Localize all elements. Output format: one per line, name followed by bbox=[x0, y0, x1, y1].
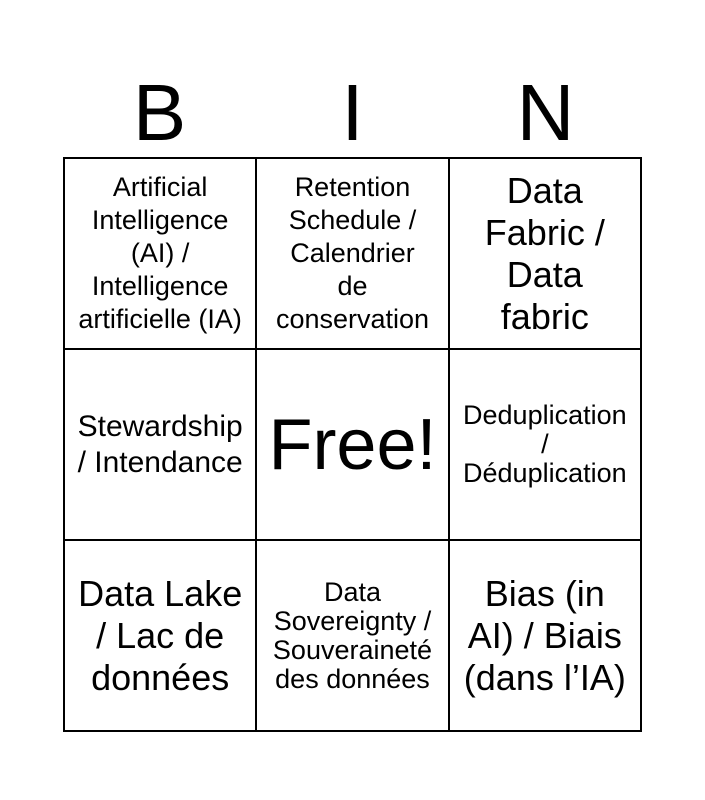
bingo-card: B I N Artificial Intelligence (AI) / Int… bbox=[63, 0, 642, 732]
cell-r1c3-data-fabric[interactable]: Data Fabric / Data fabric bbox=[449, 159, 640, 348]
cell-r3c1-data-lake[interactable]: Data Lake / Lac de données bbox=[65, 541, 256, 730]
cell-r1c1-artificial-intelligence[interactable]: Artificial Intelligence (AI) / Intellige… bbox=[65, 159, 256, 348]
bingo-header-row: B I N bbox=[63, 0, 642, 157]
bingo-grid: Artificial Intelligence (AI) / Intellige… bbox=[63, 157, 642, 732]
cell-r3c3-bias-in-ai[interactable]: Bias (in AI) / Biais (dans l’IA) bbox=[449, 541, 640, 730]
header-letter-b: B bbox=[132, 68, 187, 157]
cell-r2c3-deduplication[interactable]: Deduplication / Déduplication bbox=[449, 350, 640, 539]
cell-r3c2-data-sovereignty[interactable]: Data Sovereignty / Souveraineté des donn… bbox=[257, 541, 448, 730]
cell-r2c2-free-space[interactable]: Free! bbox=[257, 350, 448, 539]
cell-r2c1-stewardship[interactable]: Stewardship / Intendance bbox=[65, 350, 256, 539]
header-letter-i: I bbox=[341, 68, 364, 157]
cell-r1c2-retention-schedule[interactable]: Retention Schedule / Calendrier de conse… bbox=[257, 159, 448, 348]
header-letter-n: N bbox=[516, 68, 575, 157]
